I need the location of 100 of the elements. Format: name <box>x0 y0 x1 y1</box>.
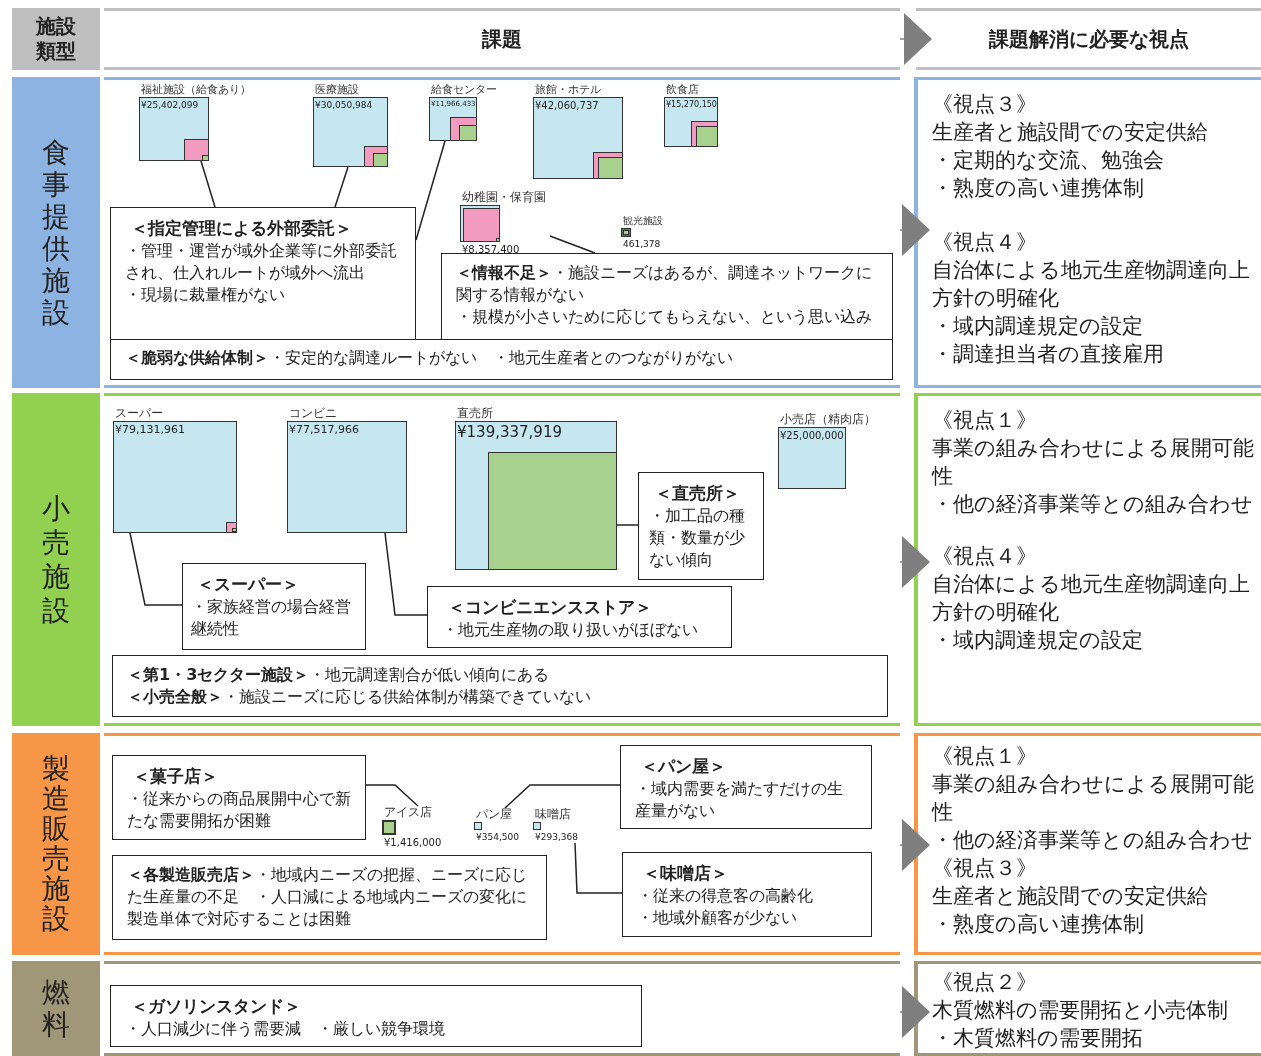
chevron-arrow <box>899 986 930 1038</box>
facility-name: 医療施設 <box>315 83 359 96</box>
perspective-heading: 《視点４》 <box>932 543 1038 570</box>
issue-heading: ＜パン屋＞ <box>640 755 727 778</box>
issue-text: ・加工品の種類・数量が少ない傾向 <box>649 505 746 571</box>
perspective-heading: 《視点３》 <box>932 91 1038 118</box>
facility-name: 飲食店 <box>666 83 699 96</box>
issue-box <box>638 472 764 580</box>
category-label: 小売施設 <box>41 491 71 628</box>
facility-name: 小売店（精肉店） <box>780 413 876 426</box>
header-cell: 課題解消に必要な視点 <box>916 8 1261 70</box>
leader-line <box>504 784 621 809</box>
issue-text: ・地域外顧客が少ない <box>637 907 798 929</box>
issue-text: ・現場に裁量権がない <box>125 284 286 306</box>
issue-panel <box>104 961 900 1056</box>
facility-name: スーパー <box>115 407 163 420</box>
perspective-text: 事業の組み合わせによる展開可能性 <box>932 771 1255 826</box>
category-label: 製造販売施設 <box>41 754 71 934</box>
leader-line <box>616 524 639 526</box>
perspective-text: ・定期的な交流、勉強会 <box>932 147 1165 174</box>
perspective-panel <box>914 393 1261 726</box>
perspective-text: 生産者と施設間での安定供給 <box>932 883 1209 910</box>
issue-text: ＜小売全般＞・施設ニーズに応じる供給体制が構築できていない <box>127 686 592 708</box>
issue-heading: ＜コンビニエンスストア＞ <box>447 596 653 619</box>
facility-name: アイス店 <box>384 806 432 819</box>
chevron-arrow <box>899 536 930 588</box>
issue-text: ・人口減少に伴う需要減 ・厳しい競争環境 <box>125 1018 446 1040</box>
issue-box <box>441 253 893 340</box>
facility-name: 味噌店 <box>535 808 571 821</box>
facility-name: 給食センター <box>431 83 497 96</box>
facility-name: 福祉施設（給食あり） <box>141 83 251 96</box>
leader-line <box>415 140 446 241</box>
leader-line <box>574 842 623 894</box>
issue-box <box>110 985 642 1047</box>
sales-amount: ¥42,060,737 <box>535 99 599 112</box>
category-band <box>12 961 100 1056</box>
perspective-text: 事業の組み合わせによる展開可能性 <box>932 435 1255 490</box>
issue-box <box>110 339 893 380</box>
facility-name: 旅館・ホテル <box>535 83 601 96</box>
facility-name: パン屋 <box>476 808 512 821</box>
sales-amount: ¥25,402,099 <box>141 99 199 111</box>
leader-line <box>334 166 349 208</box>
issue-box <box>112 755 366 840</box>
category-band <box>12 393 100 726</box>
issue-box <box>110 207 416 340</box>
perspective-text: ・木質燃料の需要開拓 <box>932 1025 1144 1052</box>
perspective-text: 自治体による地元生産物調達向上方針の明確化 <box>932 571 1251 626</box>
category-label: 燃料 <box>41 976 71 1041</box>
leader-line <box>129 532 183 606</box>
issue-text: ・従来からの商品展開中心で新たな需要開拓が困難 <box>127 788 351 832</box>
chevron-arrow <box>899 13 932 65</box>
sales-amount: ¥354,500 <box>476 831 519 843</box>
facility-name: 観光施設 <box>623 214 663 227</box>
sales-amount: ¥25,000,000 <box>780 429 844 442</box>
leader-line <box>384 532 428 616</box>
perspective-heading: 《視点３》 <box>932 855 1038 882</box>
perspective-text: ・調達担当者の直接雇用 <box>932 341 1165 368</box>
issue-box <box>427 586 732 648</box>
perspective-text: 木質燃料の需要開拓と小売体制 <box>932 997 1229 1024</box>
leader-line <box>549 235 596 254</box>
issue-text: ＜各製造販売店＞・地域内ニーズの把握、ニーズに応じた生産量の不足 ・人口減による地域内ニーズの変化に製造単体で対応することは困難 <box>127 864 528 930</box>
leader-line <box>365 784 419 807</box>
chevron-arrow <box>899 204 930 256</box>
perspective-heading: 《視点１》 <box>932 743 1038 770</box>
issue-text: ・従来の得意客の高齢化 <box>637 885 814 907</box>
facility-name: 幼稚園・保育園 <box>462 191 546 204</box>
perspective-panel <box>914 77 1261 388</box>
issue-box <box>622 852 872 937</box>
sales-amount: ¥79,131,961 <box>115 423 185 437</box>
chevron-arrow <box>899 819 930 871</box>
perspective-text: ・他の経済事業等との組み合わせ <box>932 491 1254 518</box>
sales-amount: ¥77,517,966 <box>289 423 359 437</box>
sales-amount: ¥293,368 <box>535 831 578 843</box>
issue-text: ・地元生産物の取り扱いがほぼない <box>442 619 699 641</box>
issue-box <box>112 855 547 940</box>
issue-text: ・管理・運営が域外企業等に外部委託され、仕入れルートが域外へ流出 <box>125 240 398 284</box>
category-band <box>12 77 100 388</box>
perspective-text: ・域内調達規定の設定 <box>932 313 1144 340</box>
issue-text: ・家族経営の場合経営継続性 <box>191 596 352 640</box>
issue-heading: ＜スーパー＞ <box>196 573 300 596</box>
perspective-text: ・域内調達規定の設定 <box>932 627 1144 654</box>
perspective-text: ・熟度の高い連携体制 <box>932 175 1145 202</box>
leader-line <box>200 160 216 208</box>
perspective-text: ・熟度の高い連携体制 <box>932 911 1145 938</box>
perspective-heading: 《視点４》 <box>932 229 1038 256</box>
header-cell: 施設類型 <box>12 8 100 70</box>
issue-text: ・規模が小さいために応じてもらえない、という思い込み <box>456 306 873 328</box>
sales-amount: ¥8,357,400 <box>462 243 520 256</box>
issue-heading: ＜直売所＞ <box>654 482 741 505</box>
sales-amount: 461,378 <box>623 238 661 250</box>
category-label: 食事提供施設 <box>41 136 71 329</box>
perspective-panel <box>914 733 1261 955</box>
issue-text: ＜脆弱な供給体制＞・安定的な調達ルートがない ・地元生産者とのつながりがない <box>125 347 734 369</box>
issue-box <box>182 563 366 650</box>
issue-text: ＜情報不足＞・施設ニーズはあるが、調達ネットワークに関する情報がない <box>456 262 873 306</box>
perspective-heading: 《視点２》 <box>932 969 1038 996</box>
issue-heading: ＜味噌店＞ <box>642 862 729 885</box>
sales-amount: ¥139,337,919 <box>457 423 562 441</box>
perspective-text: ・他の経済事業等との組み合わせ <box>932 827 1254 854</box>
category-band <box>12 733 100 955</box>
